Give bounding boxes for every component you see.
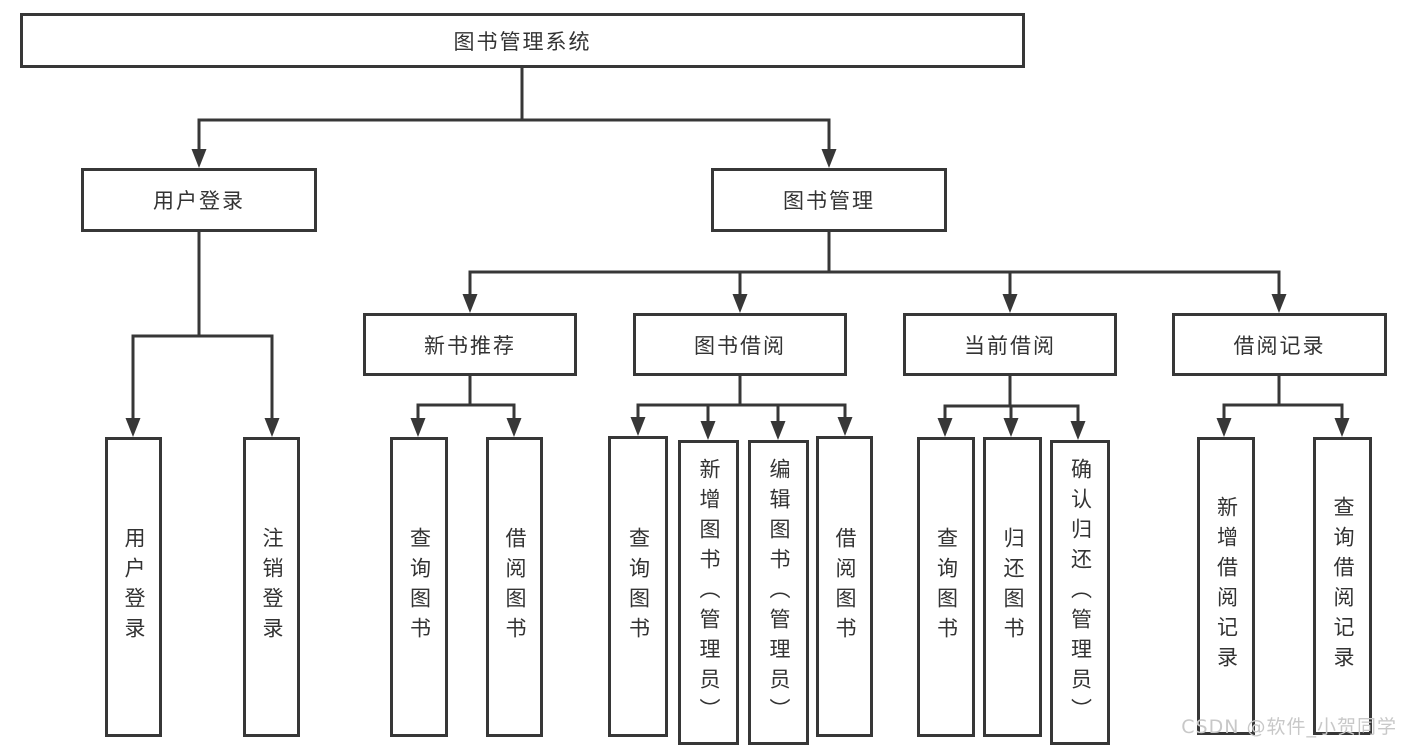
leaf-borrow-add-admin: 新增图书（管理员） [678, 440, 739, 745]
leaf-current-return-label: 归还图书 [1001, 527, 1026, 647]
leaf-records-add-label: 新增借阅记录 [1214, 496, 1239, 676]
connector-book-mgmt [462, 232, 1287, 313]
node-user-login-label: 用户登录 [153, 189, 245, 213]
connector-book-borrow [630, 376, 853, 440]
node-root: 图书管理系统 [20, 13, 1025, 68]
connector-root [191, 68, 837, 168]
leaf-records-query: 查询借阅记录 [1313, 437, 1372, 735]
leaf-records-query-label: 查询借阅记录 [1331, 496, 1356, 676]
connector-borrow-records [1216, 376, 1350, 437]
node-borrow-records: 借阅记录 [1172, 313, 1387, 376]
leaf-newbooks-query: 查询图书 [390, 437, 448, 737]
node-book-borrow: 图书借阅 [633, 313, 847, 376]
leaf-user-login: 用户登录 [105, 437, 162, 737]
node-book-borrow-label: 图书借阅 [694, 333, 786, 358]
leaf-borrow-book: 借阅图书 [816, 436, 873, 737]
leaf-borrow-add-admin-label: 新增图书（管理员） [697, 457, 722, 728]
leaf-borrow-edit-admin: 编辑图书（管理员） [748, 440, 809, 745]
node-borrow-records-label: 借阅记录 [1233, 333, 1326, 358]
leaf-newbooks-borrow-label: 借阅图书 [503, 527, 528, 647]
leaf-newbooks-borrow: 借阅图书 [486, 437, 543, 737]
connector-current-borrow [937, 376, 1086, 440]
node-book-mgmt-label: 图书管理 [783, 189, 875, 213]
leaf-current-query-label: 查询图书 [934, 527, 959, 647]
leaf-current-confirm-admin-label: 确认归还（管理员） [1068, 457, 1093, 728]
connector-new-books [410, 376, 522, 437]
node-root-label: 图书管理系统 [453, 29, 592, 54]
node-current-borrow-label: 当前借阅 [964, 333, 1056, 358]
leaf-current-return: 归还图书 [983, 437, 1042, 737]
csdn-watermark: CSDN @软件_小贺同学 [1181, 716, 1397, 738]
leaf-records-add: 新增借阅记录 [1197, 437, 1255, 735]
leaf-current-query: 查询图书 [917, 437, 975, 737]
leaf-user-login-label: 用户登录 [122, 527, 147, 647]
leaf-current-confirm-admin: 确认归还（管理员） [1050, 440, 1110, 745]
leaf-newbooks-query-label: 查询图书 [407, 527, 432, 647]
node-current-borrow: 当前借阅 [903, 313, 1117, 376]
leaf-logout: 注销登录 [243, 437, 300, 737]
node-new-books: 新书推荐 [363, 313, 577, 376]
leaf-borrow-edit-admin-label: 编辑图书（管理员） [767, 457, 792, 728]
leaf-borrow-book-label: 借阅图书 [833, 526, 858, 647]
leaf-logout-label: 注销登录 [260, 527, 285, 647]
leaf-borrow-query: 查询图书 [608, 436, 668, 737]
node-new-books-label: 新书推荐 [424, 333, 516, 358]
node-user-login: 用户登录 [81, 168, 317, 232]
leaf-borrow-query-label: 查询图书 [626, 526, 651, 647]
node-book-mgmt: 图书管理 [711, 168, 947, 232]
connector-user-login [125, 232, 280, 437]
